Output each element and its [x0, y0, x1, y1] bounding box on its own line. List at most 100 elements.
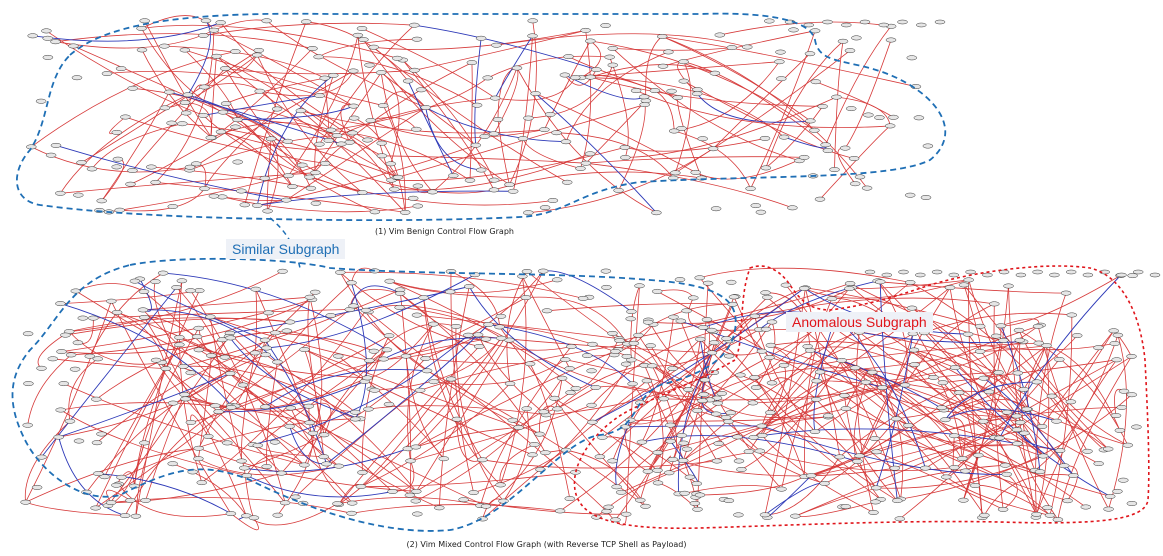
graph-node: [940, 418, 950, 422]
graph-node: [767, 320, 777, 324]
graph-node: [55, 301, 65, 305]
graph-node: [240, 203, 250, 207]
graph-node: [347, 501, 357, 505]
graph-edge: [235, 339, 486, 406]
graph-node: [653, 450, 663, 454]
graph-node: [308, 431, 318, 435]
graph-node: [841, 406, 851, 410]
graph-node: [799, 286, 809, 290]
graph-node: [937, 406, 947, 410]
graph-node: [827, 297, 837, 301]
graph-node: [180, 100, 190, 104]
benign-graph-caption: (1) Vim Benign Control Flow Graph: [0, 227, 1026, 236]
graph-node: [811, 80, 821, 84]
graph-node: [411, 127, 421, 131]
graph-node: [377, 154, 387, 158]
graph-node: [695, 493, 705, 497]
graph-node: [23, 332, 33, 336]
graph-node: [37, 366, 47, 370]
graph-node: [626, 309, 636, 313]
graph-edge: [238, 106, 354, 120]
graph-node: [299, 463, 309, 467]
graph-node: [587, 369, 597, 373]
graph-node: [120, 513, 130, 517]
graph-node: [428, 322, 438, 326]
graph-edge: [526, 297, 628, 344]
graph-node: [865, 270, 875, 274]
graph-node: [821, 143, 831, 147]
graph-node: [1115, 428, 1125, 432]
graph-edge: [140, 279, 152, 311]
graph-node: [699, 392, 709, 396]
graph-node: [273, 513, 283, 517]
graph-node: [564, 54, 574, 58]
graph-edge: [795, 502, 875, 517]
graph-node: [334, 464, 344, 468]
graph-node: [726, 411, 736, 415]
graph-node: [411, 445, 421, 449]
graph-node: [260, 405, 270, 409]
graph-node: [959, 283, 969, 287]
graph-node: [194, 326, 204, 330]
graph-node: [979, 376, 989, 380]
graph-node: [183, 93, 193, 97]
graph-node: [755, 449, 765, 453]
graph-node: [629, 341, 639, 345]
graph-edge: [309, 406, 352, 503]
graph-node: [529, 442, 539, 446]
graph-edge: [953, 436, 954, 469]
graph-node: [949, 273, 959, 277]
graph-node: [1066, 400, 1076, 404]
graph-node: [540, 451, 550, 455]
graph-node: [421, 356, 431, 360]
graph-node: [70, 367, 80, 371]
graph-node: [116, 475, 126, 479]
graph-node: [765, 355, 775, 359]
graph-node: [281, 198, 291, 202]
graph-node: [260, 176, 270, 180]
graph-node: [700, 378, 710, 382]
graph-node: [652, 289, 662, 293]
graph-node: [643, 320, 653, 324]
graph-node: [250, 351, 260, 355]
graph-edge: [523, 139, 581, 169]
graph-node: [684, 387, 694, 391]
graph-node: [1047, 394, 1057, 398]
graph-node: [621, 512, 631, 516]
graph-node: [714, 441, 724, 445]
graph-node: [490, 96, 500, 100]
graph-node: [653, 481, 663, 485]
graph-node: [112, 130, 122, 134]
graph-edge: [221, 132, 292, 187]
graph-node: [1014, 328, 1024, 332]
graph-node: [557, 376, 567, 380]
graph-node: [605, 55, 615, 59]
graph-node: [225, 371, 235, 375]
graph-node: [869, 510, 879, 514]
graph-node: [365, 63, 375, 67]
graph-edge: [613, 48, 732, 51]
graph-node: [1033, 270, 1043, 274]
graph-node: [805, 119, 815, 123]
graph-node: [1004, 284, 1014, 288]
graph-node: [692, 408, 702, 412]
graph-node: [199, 85, 209, 89]
graph-node: [601, 23, 611, 27]
graph-node: [1094, 461, 1104, 465]
graph-node: [1059, 464, 1069, 468]
graph-node: [639, 95, 649, 99]
graph-node: [410, 68, 420, 72]
graph-node: [779, 363, 789, 367]
graph-node: [612, 485, 622, 489]
graph-node: [389, 187, 399, 191]
graph-node: [448, 173, 458, 177]
graph-node: [760, 136, 770, 140]
graph-node: [806, 474, 816, 478]
graph-node: [128, 168, 138, 172]
graph-node: [411, 489, 421, 493]
graph-node: [591, 385, 601, 389]
graph-node: [1054, 357, 1064, 361]
graph-edge: [625, 138, 765, 151]
graph-node: [476, 36, 486, 40]
graph-node: [576, 166, 586, 170]
